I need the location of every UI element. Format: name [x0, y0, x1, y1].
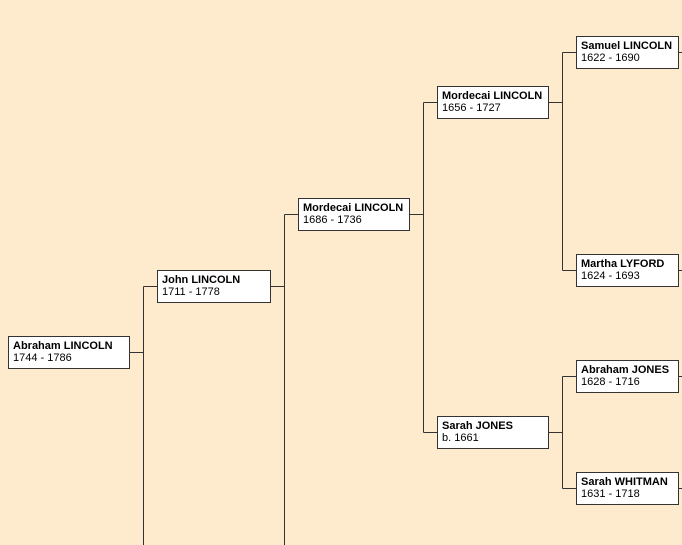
person-box-mordecai-lincoln-1656[interactable]: Mordecai LINCOLN 1656 - 1727 — [437, 86, 549, 119]
person-box-mordecai-lincoln-1686[interactable]: Mordecai LINCOLN 1686 - 1736 — [298, 198, 410, 231]
person-dates: 1686 - 1736 — [303, 214, 362, 226]
person-name: Abraham JONES — [581, 364, 670, 376]
person-dates: 1622 - 1690 — [581, 52, 640, 64]
person-name: Sarah JONES — [442, 420, 513, 432]
person-name: Mordecai LINCOLN — [303, 202, 404, 214]
person-box-samuel-lincoln[interactable]: Samuel LINCOLN 1622 - 1690 — [576, 36, 679, 69]
person-box-martha-lyford[interactable]: Martha LYFORD 1624 - 1693 — [576, 254, 679, 287]
person-dates: 1624 - 1693 — [581, 270, 640, 282]
person-dates: 1744 - 1786 — [13, 352, 72, 364]
person-dates: 1628 - 1716 — [581, 376, 640, 388]
person-name: Abraham LINCOLN — [13, 340, 113, 352]
person-dates: 1711 - 1778 — [162, 286, 220, 298]
person-box-abraham-jones[interactable]: Abraham JONES 1628 - 1716 — [576, 360, 679, 393]
person-name: Mordecai LINCOLN — [442, 90, 543, 102]
person-box-sarah-jones[interactable]: Sarah JONES b. 1661 — [437, 416, 549, 449]
person-dates: b. 1661 — [442, 432, 479, 444]
person-name: John LINCOLN — [162, 274, 241, 286]
person-box-john-lincoln[interactable]: John LINCOLN 1711 - 1778 — [157, 270, 271, 303]
person-name: Martha LYFORD — [581, 258, 665, 270]
person-name: Samuel LINCOLN — [581, 40, 673, 52]
person-dates: 1656 - 1727 — [442, 102, 501, 114]
person-name: Sarah WHITMAN — [581, 476, 668, 488]
person-dates: 1631 - 1718 — [581, 488, 640, 500]
person-box-abraham-lincoln[interactable]: Abraham LINCOLN 1744 - 1786 — [8, 336, 130, 369]
person-box-sarah-whitman[interactable]: Sarah WHITMAN 1631 - 1718 — [576, 472, 679, 505]
